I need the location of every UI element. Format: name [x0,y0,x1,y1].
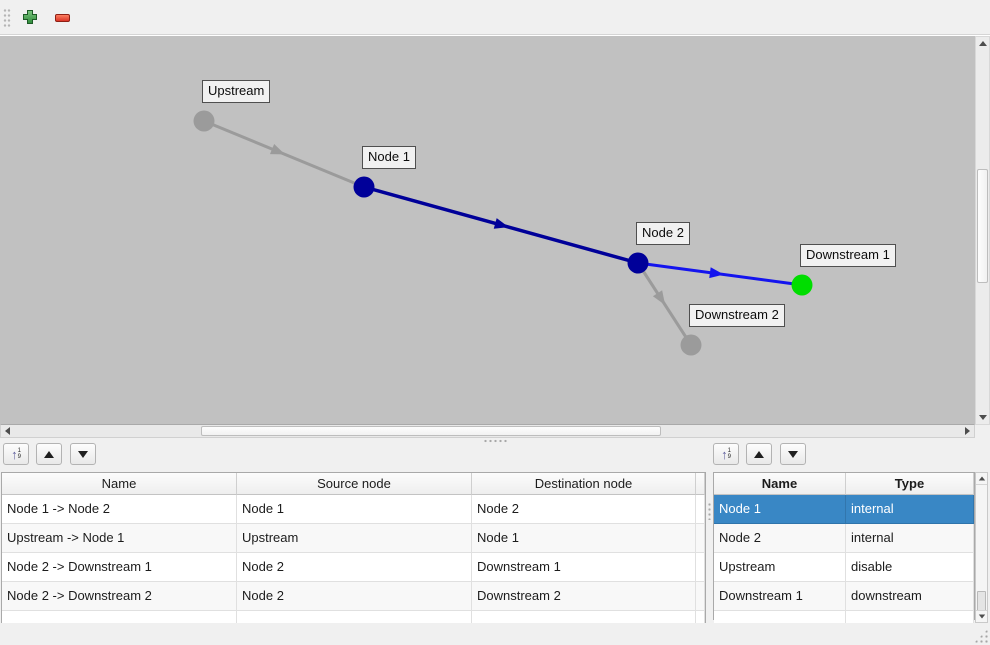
scroll-right-icon[interactable] [961,425,974,437]
cell[interactable]: Node 1 -> Node 2 [2,495,237,524]
empty-partial-row [2,611,705,623]
cell-filler [696,553,705,582]
graph-node-node-2[interactable] [627,252,649,274]
graph-node-upstream[interactable] [193,110,215,132]
cell[interactable]: Downstream 1 [472,553,696,582]
graph-node-node-1[interactable] [353,176,375,198]
cell[interactable]: Node 1 [714,495,846,524]
column-header-filler [696,473,705,495]
cell [2,611,237,623]
cell[interactable]: Node 2 [472,495,696,524]
node-label-upstream: Upstream [202,80,271,103]
cell[interactable]: internal [846,495,974,524]
cell [237,611,472,623]
cell [846,611,974,623]
remove-button[interactable] [53,9,73,27]
cell [472,611,696,623]
node-label-node-1: Node 1 [362,146,416,169]
cell[interactable]: Upstream [237,524,472,553]
scroll-down-icon[interactable] [976,411,989,424]
node-label-node-2: Node 2 [636,222,690,245]
cell [696,611,705,623]
empty-partial-row [714,611,974,623]
add-button[interactable] [20,9,40,27]
move-up-icon [44,450,54,458]
graph-node-downstream-1[interactable] [791,274,813,296]
vertical-scrollbar-thumb[interactable] [977,169,988,283]
cell[interactable]: Downstream 2 [472,582,696,611]
move-up-icon [754,450,764,458]
cell[interactable]: Node 2 -> Downstream 1 [2,553,237,582]
nodes-table-scrollbar[interactable] [975,472,988,623]
cell[interactable]: Upstream -> Node 1 [2,524,237,553]
graph-svg [193,110,813,356]
node-label-downstream-1: Downstream 1 [800,244,896,267]
horizontal-splitter-handle[interactable] [483,439,509,443]
graph-node-downstream-2[interactable] [680,334,702,356]
window-resize-grip[interactable] [974,629,988,643]
move-down-icon [78,450,88,458]
cell[interactable]: Node 2 [237,582,472,611]
scroll-up-icon[interactable] [976,473,987,485]
cell[interactable]: Node 1 [237,495,472,524]
column-header-source-node[interactable]: Source node [237,473,472,495]
edge-arrow-icon [493,218,509,229]
node-label-downstream-2: Downstream 2 [689,304,785,327]
edges-move-up-button[interactable] [36,443,62,465]
scroll-down-icon[interactable] [976,610,987,622]
main-toolbar [0,0,990,35]
cell[interactable]: Node 2 [714,524,846,553]
column-header-name[interactable]: Name [2,473,237,495]
canvas-horizontal-scrollbar[interactable] [0,424,975,438]
nodes-move-down-button[interactable] [780,443,806,465]
panel-splitter-handle[interactable] [707,502,712,520]
scroll-left-icon[interactable] [1,425,14,437]
nodes-scrollbar-thumb[interactable] [977,591,986,611]
cell[interactable]: disable [846,553,974,582]
horizontal-scrollbar-thumb[interactable] [201,426,661,436]
column-header-type[interactable]: Type [846,473,974,495]
edge-arrow-icon [652,290,666,305]
cell-filler [696,582,705,611]
nodes-move-up-button[interactable] [746,443,772,465]
edges-move-down-button[interactable] [70,443,96,465]
cell[interactable]: Downstream 1 [714,582,846,611]
plus-icon [22,9,38,28]
canvas-vertical-scrollbar[interactable] [975,36,990,425]
column-header-name[interactable]: Name [714,473,846,495]
cell-filler [696,524,705,553]
cell[interactable]: Node 1 [472,524,696,553]
cell[interactable]: internal [846,524,974,553]
minus-icon [55,11,71,26]
toolbar-grip-handle[interactable] [3,8,11,29]
cell [714,611,846,623]
cell[interactable]: Upstream [714,553,846,582]
edge-arrow-icon [709,267,724,279]
cell[interactable]: downstream [846,582,974,611]
scroll-up-icon[interactable] [976,37,989,50]
cell-filler [696,495,705,524]
column-header-destination-node[interactable]: Destination node [472,473,696,495]
move-down-icon [788,450,798,458]
cell[interactable]: Node 2 -> Downstream 2 [2,582,237,611]
edge-arrow-icon [269,143,285,155]
cell[interactable]: Node 2 [237,553,472,582]
